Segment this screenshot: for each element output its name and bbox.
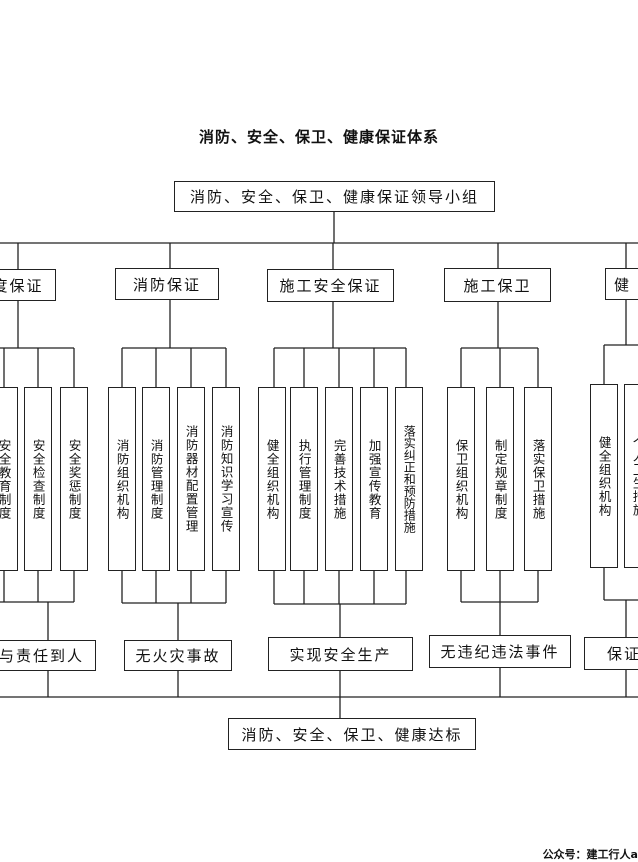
- item-box: 消防器材配置管理: [177, 387, 205, 571]
- item-box: 落实保卫措施: [524, 387, 552, 571]
- category-box-4: 施工保卫: [444, 268, 551, 302]
- item-box: 安全检查制度: [24, 387, 52, 571]
- category-box-3: 施工安全保证: [267, 269, 394, 302]
- category-box-5: 健: [605, 268, 638, 300]
- result-box-3: 实现安全生产: [268, 637, 413, 671]
- item-box: 完善技术措施: [325, 387, 353, 571]
- category-box-1: 度保证: [0, 269, 56, 301]
- item-box: 安全奖惩制度: [60, 387, 88, 571]
- result-box-4: 无违纪违法事件: [429, 635, 571, 668]
- item-box: 消防知识学习宣传: [212, 387, 240, 571]
- item-box: 落实纠正和预防措施: [395, 387, 423, 571]
- item-box: 安全教育制度: [0, 387, 18, 571]
- category-box-2: 消防保证: [115, 268, 219, 300]
- item-box: 加强宣传教育: [360, 387, 388, 571]
- footer-watermark: 公众号：建工行人a: [542, 848, 638, 861]
- result-box-2: 无火灾事故: [124, 640, 232, 671]
- item-box: 保卫组织机构: [447, 387, 475, 571]
- result-box-1: 标与责任到人: [0, 640, 96, 671]
- root-box: 消防、安全、保卫、健康保证领导小组: [174, 181, 495, 212]
- item-box: 健全组织机构: [258, 387, 286, 571]
- item-box: 消防组织机构: [108, 387, 136, 571]
- item-box: 消防管理制度: [142, 387, 170, 571]
- result-box-5: 保证: [584, 637, 638, 670]
- item-box: 制定规章制度: [486, 387, 514, 571]
- item-box: 个人卫生措施: [624, 384, 638, 568]
- diagram-title: 消防、安全、保卫、健康保证体系: [198, 128, 439, 146]
- item-box: 执行管理制度: [290, 387, 318, 571]
- bottom-box: 消防、安全、保卫、健康达标: [228, 718, 476, 750]
- item-box: 健全组织机构: [590, 384, 618, 568]
